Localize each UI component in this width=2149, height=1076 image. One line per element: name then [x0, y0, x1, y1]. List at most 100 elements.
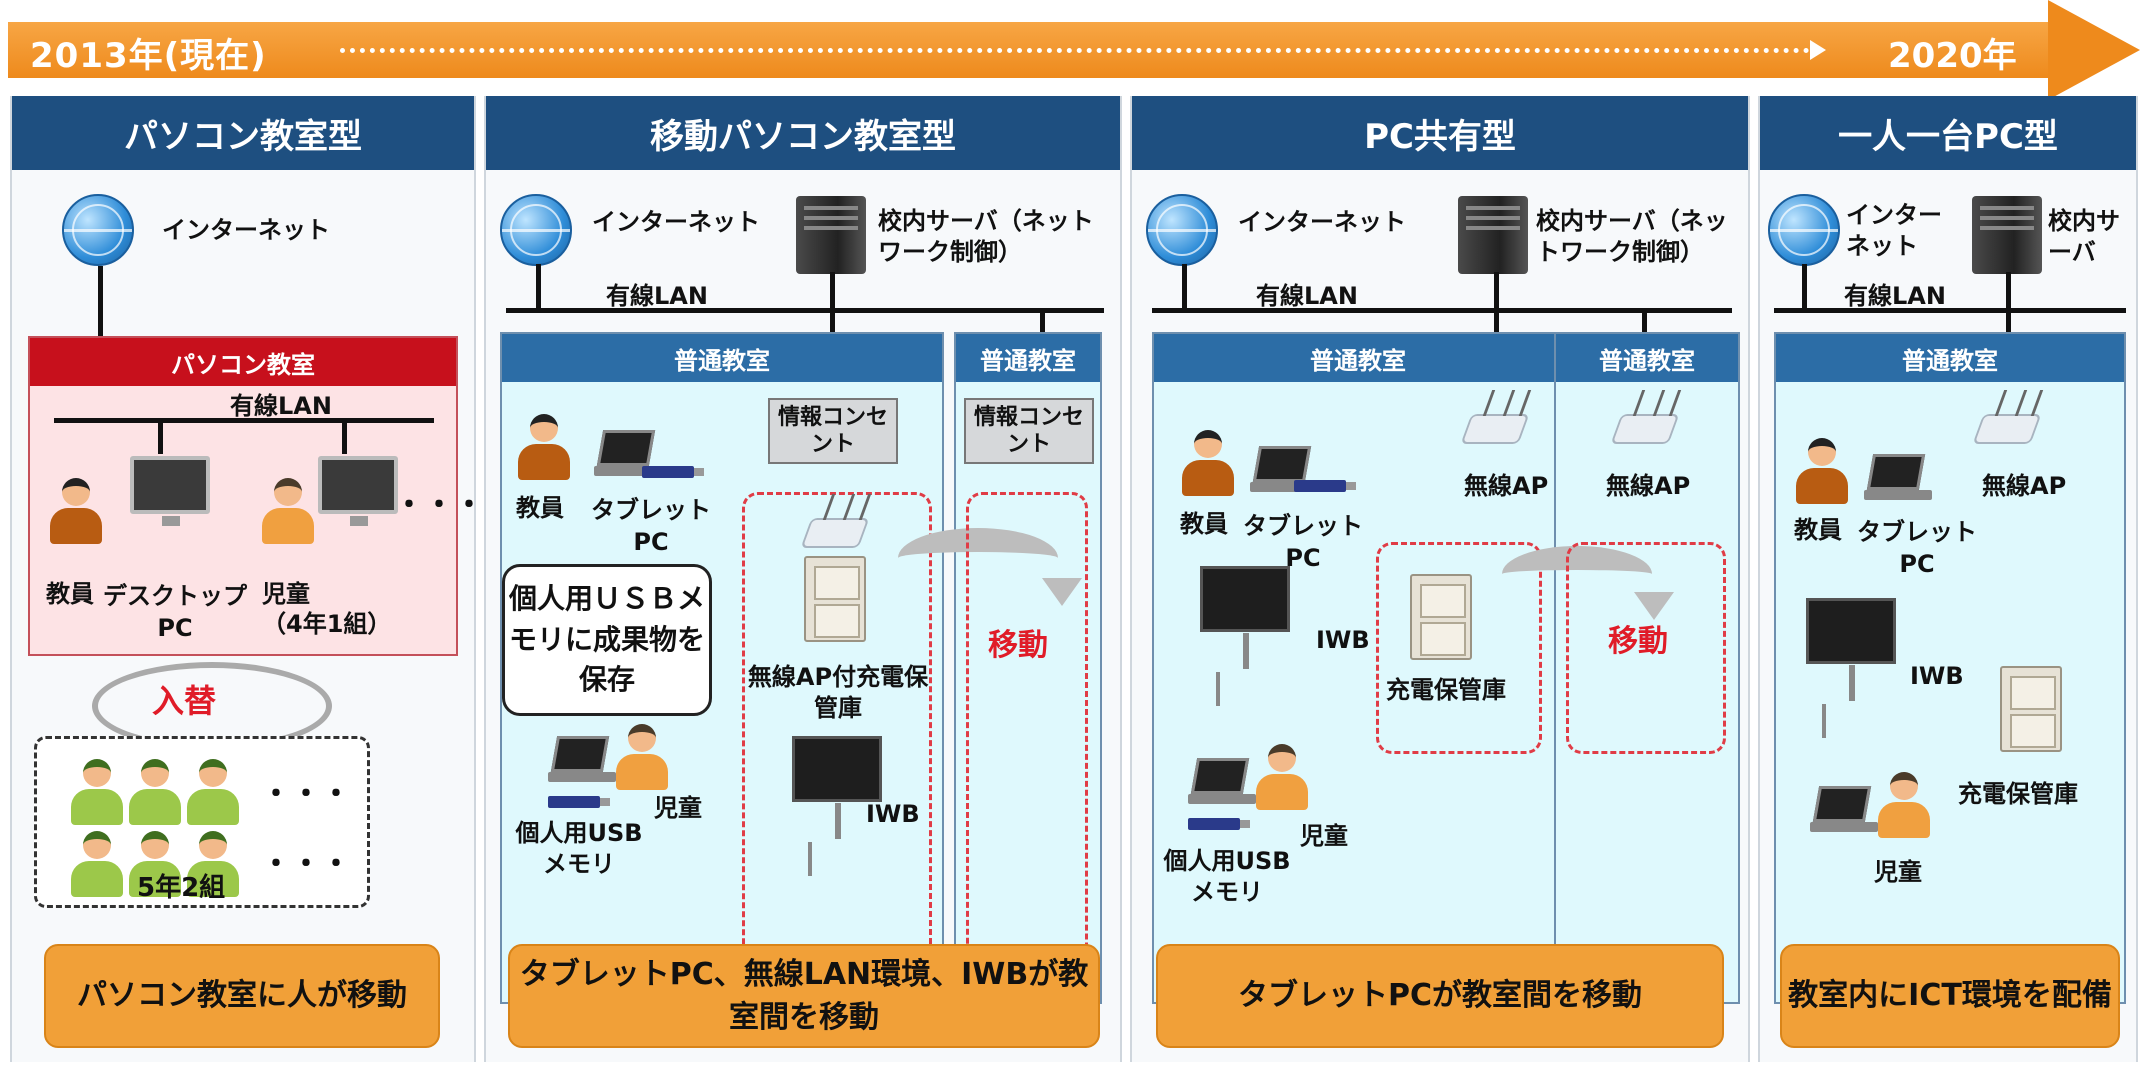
pc-room-box: パソコン教室 有線LAN 教員 デスクトップPC ・・・ 児童 （4年1組）: [28, 336, 484, 656]
network-outlet: 情報コンセント: [964, 398, 1094, 464]
iwb-label: IWB: [1910, 662, 1964, 690]
desktop-pc-icon: [318, 456, 398, 526]
timeline-dotted-line: [340, 48, 1820, 53]
tablet-pc-icon: [1864, 454, 1932, 502]
student-label: 児童: [262, 580, 310, 608]
next-class-group: ・・・ ・・・ 5年2組: [34, 736, 370, 908]
student-icon: [129, 831, 181, 897]
iwb-icon: [792, 736, 882, 839]
student-icon: [262, 478, 314, 544]
panel-title: 一人一台PC型: [1760, 96, 2136, 170]
timeline-end-label: 2020年: [1888, 36, 2017, 76]
classroom-title: 普通教室: [502, 334, 942, 382]
student-icon: [71, 759, 123, 825]
wireless-ap-icon: [1610, 414, 1680, 444]
internet-globe-icon: [62, 194, 134, 266]
usb-memory-label: 個人用USBメモリ: [515, 819, 643, 879]
wireless-ap-label: 無線AP: [1606, 472, 1691, 500]
lan-line: [1152, 308, 1732, 313]
wireless-ap-label: 無線AP: [1982, 472, 2067, 500]
ellipsis: ・・・: [394, 488, 484, 523]
teacher-label: 教員: [46, 580, 94, 608]
internet-globe-icon: [1146, 194, 1218, 266]
ap-cabinet-label: 無線AP付充電保管庫: [747, 663, 929, 723]
student-icon: [71, 831, 123, 897]
student-icon: [129, 759, 181, 825]
tablet-pc-icon: [1250, 446, 1318, 494]
iwb-icon: [1806, 598, 1896, 701]
teacher-label: 教員: [1794, 516, 1842, 544]
student-label: 児童: [654, 794, 702, 822]
tablet-pc-icon: [1188, 758, 1256, 806]
classroom-title: 普通教室: [1556, 334, 1738, 382]
charging-cabinet-icon: [1410, 574, 1472, 660]
classroom-title: 普通教室: [1154, 334, 1562, 382]
network-outlet: 情報コンセント: [768, 398, 898, 464]
school-server-icon: [1458, 196, 1528, 274]
school-server-icon: [796, 196, 866, 274]
charging-cabinet-group: [1376, 542, 1542, 754]
lan-drop: [342, 418, 347, 454]
student-icon: [1256, 744, 1308, 810]
timeline-arrowhead: [2048, 0, 2140, 100]
panel-pc-room-type: パソコン教室型 インターネット パソコン教室 有線LAN 教員 デスクトップPC…: [10, 96, 484, 1062]
lan-drop: [158, 418, 163, 454]
charging-cabinet-label: 充電保管庫: [1386, 676, 1506, 704]
teacher-icon: [1796, 438, 1848, 504]
destination-group: [1566, 542, 1726, 754]
iwb-label: IWB: [1316, 626, 1370, 654]
wireless-ap-icon: [1460, 414, 1530, 444]
panel-caption: タブレットPC、無線LAN環境、IWBが教室間を移動: [508, 944, 1100, 1048]
lan-drop: [1802, 264, 1807, 310]
pc-room-title: パソコン教室: [30, 338, 456, 386]
school-server-icon: [1972, 196, 2042, 274]
move-arrowhead: [1634, 592, 1674, 620]
ellipsis: ・・・: [261, 847, 351, 882]
usb-save-bubble: 個人用ＵＳＢメモリに成果物を保存: [502, 564, 712, 716]
internet-globe-icon: [500, 194, 572, 266]
tablet-label: タブレットPC: [1243, 512, 1363, 573]
wireless-ap-label: 無線AP: [1464, 472, 1549, 500]
move-arrowhead: [1042, 578, 1082, 606]
panel-shared-pc-type: PC共有型 インターネット 校内サーバ（ネットワーク制御） 有線LAN 普通教室…: [1130, 96, 1750, 1062]
wired-lan-label: 有線LAN: [1256, 282, 1358, 310]
usb-memory-icon: [1188, 818, 1250, 830]
next-class-label: 5年2組: [137, 873, 226, 903]
ellipsis: ・・・: [261, 777, 351, 812]
panel-one-pc-per-person-type: 一人一台PC型 インターネット 校内サーバ 有線LAN 普通教室 無線AP 教員…: [1758, 96, 2138, 1062]
server-label: 校内サーバ: [2048, 207, 2120, 267]
usb-memory-icon: [1294, 480, 1356, 492]
teacher-icon: [518, 414, 570, 480]
classroom-box: 普通教室: [1554, 332, 1740, 1004]
desktop-pc-label: デスクトップPC: [103, 582, 247, 643]
teacher-label: 教員: [1180, 510, 1228, 538]
move-label: 移動: [988, 628, 1048, 663]
charging-cabinet-label: 充電保管庫: [1958, 780, 2078, 808]
usb-memory-icon: [642, 466, 704, 478]
timeline-start-label: 2013年(現在): [30, 36, 267, 76]
wired-lan-label: 有線LAN: [1844, 282, 1946, 310]
panel-caption: 教室内にICT環境を配備: [1780, 944, 2120, 1048]
internet-label: インターネット: [1238, 208, 1406, 236]
server-label: 校内サーバ（ネットワーク制御）: [1536, 207, 1728, 267]
teacher-icon: [1182, 430, 1234, 496]
panel-title: PC共有型: [1132, 96, 1748, 170]
tablet-label: タブレットPC: [591, 496, 711, 557]
tablet-pc-icon: [548, 736, 616, 784]
lan-line: [54, 418, 434, 423]
charging-cabinet-icon: [804, 556, 866, 642]
tablet-pc-icon: [1810, 786, 1878, 834]
internet-label: インターネット: [592, 208, 760, 236]
charging-cabinet-icon: [2000, 666, 2062, 752]
student-label: 児童: [1874, 858, 1922, 886]
usb-memory-label: 個人用USBメモリ: [1163, 847, 1291, 907]
desktop-pc-icon: [130, 456, 210, 526]
lan-line: [1774, 308, 2126, 313]
lan-line: [506, 308, 1104, 313]
tablet-pc-icon: [594, 430, 662, 478]
internet-label: インターネット: [1846, 201, 1942, 261]
timeline-dotted-arrowhead: [1810, 40, 1826, 60]
server-label: 校内サーバ（ネットワーク制御）: [878, 207, 1094, 267]
student-icon: [616, 724, 668, 790]
lan-drop: [1182, 264, 1187, 310]
